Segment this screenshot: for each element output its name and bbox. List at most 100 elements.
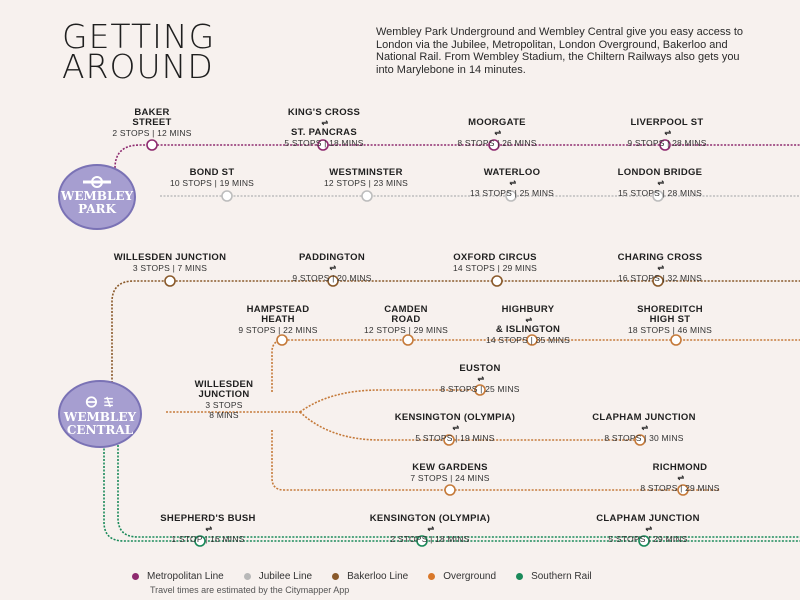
station-label-moorgate[interactable]: MOORGATE⇌ 8 STOPS | 26 MINS bbox=[457, 117, 537, 149]
station-name: WESTMINSTER bbox=[329, 167, 403, 178]
station-stops: 9 STOPS | 28 MINS bbox=[627, 138, 707, 148]
station-label-richmond[interactable]: RICHMOND⇌ 8 STOPS | 29 MINS bbox=[640, 462, 720, 494]
station-name: WILLESDEN JUNCTION bbox=[113, 252, 227, 263]
hub-park-line1: WEMBLEY bbox=[60, 189, 134, 203]
national-rail-icon: ⇌ bbox=[494, 128, 502, 137]
station-stops: 8 STOPS | 29 MINS bbox=[640, 483, 720, 493]
southern-line bbox=[103, 445, 800, 542]
national-rail-icon: ⇌ bbox=[525, 315, 533, 324]
national-rail-icon: ⇌ bbox=[329, 263, 337, 272]
station-label-bond[interactable]: BOND ST 10 STOPS | 19 MINS bbox=[169, 167, 255, 189]
legend-item-bakerloo: Bakerloo Line bbox=[332, 571, 408, 582]
station-stops: 3 STOPS bbox=[205, 400, 243, 410]
station-stops: 8 STOPS | 26 MINS bbox=[457, 138, 537, 148]
legend-label: Metropolitan Line bbox=[147, 571, 224, 582]
station-dot-shoreditch bbox=[670, 334, 682, 346]
hub-central-line2: CENTRAL bbox=[66, 423, 134, 437]
intro-text: Wembley Park Underground and Wembley Cen… bbox=[376, 26, 744, 76]
station-dot-bond bbox=[221, 190, 233, 202]
station-label-kew[interactable]: KEW GARDENS 7 STOPS | 24 MINS bbox=[410, 463, 490, 484]
hub-central-line1: WEMBLEY bbox=[63, 410, 137, 424]
station-name: RICHMOND bbox=[652, 462, 708, 473]
legend-label: Overground bbox=[443, 571, 497, 582]
station-label-paddington[interactable]: PADDINGTON⇌ 9 STOPS | 20 MINS bbox=[292, 253, 372, 284]
station-dot-charing bbox=[652, 275, 664, 287]
legend-dot bbox=[243, 573, 251, 580]
station-label-westminster[interactable]: WESTMINSTER 12 STOPS | 23 MINS bbox=[324, 167, 408, 189]
station-stops: 8 STOPS | 25 MINS bbox=[440, 384, 520, 394]
station-dot-liverpool bbox=[659, 139, 671, 151]
station-stops: 3 STOPS | 7 MINS bbox=[132, 263, 208, 273]
station-label-charing[interactable]: CHARING CROSS⇌ 16 STOPS | 32 MINS bbox=[617, 252, 703, 284]
station-dot-paddington bbox=[327, 275, 339, 287]
station-stops: 16 STOPS | 32 MINS bbox=[617, 273, 703, 283]
station-name: CHARING CROSS bbox=[617, 252, 703, 263]
station-name: CLAPHAM JUNCTION bbox=[592, 412, 696, 423]
station-name: BAKER bbox=[134, 107, 170, 118]
station-label-kensington2[interactable]: KENSINGTON (OLYMPIA)⇌ 2 STOPS | 18 MINS bbox=[370, 514, 491, 545]
overground-lines bbox=[166, 339, 800, 491]
wembley-central-hub[interactable]: WEMBLEY CENTRAL bbox=[58, 380, 142, 448]
station-dot-waterloo bbox=[505, 190, 517, 202]
national-rail-icon: ⇌ bbox=[477, 374, 485, 383]
station-label-kensington1[interactable]: KENSINGTON (OLYMPIA)⇌ 5 STOPS | 19 MINS bbox=[395, 413, 516, 444]
station-name: CAMDEN bbox=[384, 304, 428, 315]
station-name: ROAD bbox=[391, 314, 421, 325]
station-label-shepherds[interactable]: SHEPHERD'S BUSH⇌ 1 STOP | 16 MINS bbox=[160, 513, 256, 545]
station-dot-oxford bbox=[491, 275, 503, 287]
station-stops: 7 STOPS | 24 MINS bbox=[410, 473, 490, 483]
station-name: SHEPHERD'S BUSH bbox=[160, 513, 256, 524]
station-label-kings[interactable]: KING'S CROSS⇌ST. PANCRAS 5 STOPS | 18 MI… bbox=[284, 108, 363, 149]
station-dot-londonbridge bbox=[652, 190, 664, 202]
station-stops: 2 STOPS | 18 MINS bbox=[390, 534, 470, 544]
hub-park-line2: PARK bbox=[78, 202, 116, 216]
station-stops: 5 STOPS | 19 MINS bbox=[415, 433, 495, 443]
station-name: WATERLOO bbox=[483, 167, 541, 178]
station-label-waterloo[interactable]: WATERLOO⇌ 13 STOPS | 25 MINS bbox=[469, 167, 555, 199]
station-stops: 12 STOPS | 29 MINS bbox=[363, 325, 449, 335]
station-label-liverpool[interactable]: LIVERPOOL ST⇌ 9 STOPS | 28 MINS bbox=[627, 118, 707, 149]
national-rail-icon: ⇌ bbox=[657, 178, 665, 187]
station-stops: 8 MINS bbox=[209, 410, 239, 420]
wembley-park-hub[interactable]: WEMBLEY PARK bbox=[58, 164, 136, 230]
bakerloo-line bbox=[111, 280, 800, 390]
station-dot-willesden1 bbox=[164, 275, 176, 287]
station-name: MOORGATE bbox=[468, 117, 526, 128]
station-label-euston[interactable]: EUSTON⇌ 8 STOPS | 25 MINS bbox=[440, 364, 520, 395]
page-title: GETTING AROUND bbox=[62, 17, 216, 83]
station-name: HIGHBURY bbox=[501, 304, 555, 315]
station-name: ST. PANCRAS bbox=[291, 127, 357, 138]
legend-dot bbox=[428, 573, 436, 580]
station-stops: 10 STOPS | 19 MINS bbox=[169, 178, 255, 188]
legend-label: Jubilee Line bbox=[258, 571, 313, 582]
station-label-highbury[interactable]: HIGHBURY⇌& ISLINGTON 14 STOPS | 35 MINS bbox=[486, 304, 570, 346]
station-dot-richmond bbox=[677, 484, 689, 496]
station-stops: 13 STOPS | 25 MINS bbox=[469, 188, 555, 198]
station-name: & ISLINGTON bbox=[495, 324, 561, 335]
national-rail-icon: ⇌ bbox=[321, 118, 329, 127]
station-dot-highbury bbox=[526, 334, 538, 346]
station-label-clapham2[interactable]: CLAPHAM JUNCTION⇌ 5 STOPS | 29 MINS bbox=[596, 514, 700, 545]
station-dot-clapham1 bbox=[634, 434, 646, 446]
station-label-oxford[interactable]: OXFORD CIRCUS 14 STOPS | 29 MINS bbox=[453, 253, 537, 274]
station-name: BOND ST bbox=[189, 167, 235, 178]
station-label-londonbridge[interactable]: LONDON BRIDGE⇌ 15 STOPS | 28 MINS bbox=[618, 168, 703, 199]
national-rail-icon: ⇌ bbox=[677, 473, 685, 482]
national-rail-icon: ⇌ bbox=[427, 524, 435, 533]
legend-dot bbox=[516, 573, 524, 580]
national-rail-icon bbox=[85, 396, 113, 408]
national-rail-icon: ⇌ bbox=[664, 128, 672, 137]
station-label-clapham1[interactable]: CLAPHAM JUNCTION⇌ 8 STOPS | 30 MINS bbox=[592, 412, 696, 444]
station-stops: 9 STOPS | 20 MINS bbox=[292, 273, 372, 283]
station-dot-moorgate bbox=[488, 139, 500, 151]
station-stops: 2 STOPS | 12 MINS bbox=[112, 128, 192, 138]
station-label-willesden1[interactable]: WILLESDEN JUNCTION 3 STOPS | 7 MINS bbox=[113, 252, 227, 274]
title-line-1: GETTING bbox=[62, 17, 216, 56]
legend-label: Southern Rail bbox=[531, 571, 592, 582]
